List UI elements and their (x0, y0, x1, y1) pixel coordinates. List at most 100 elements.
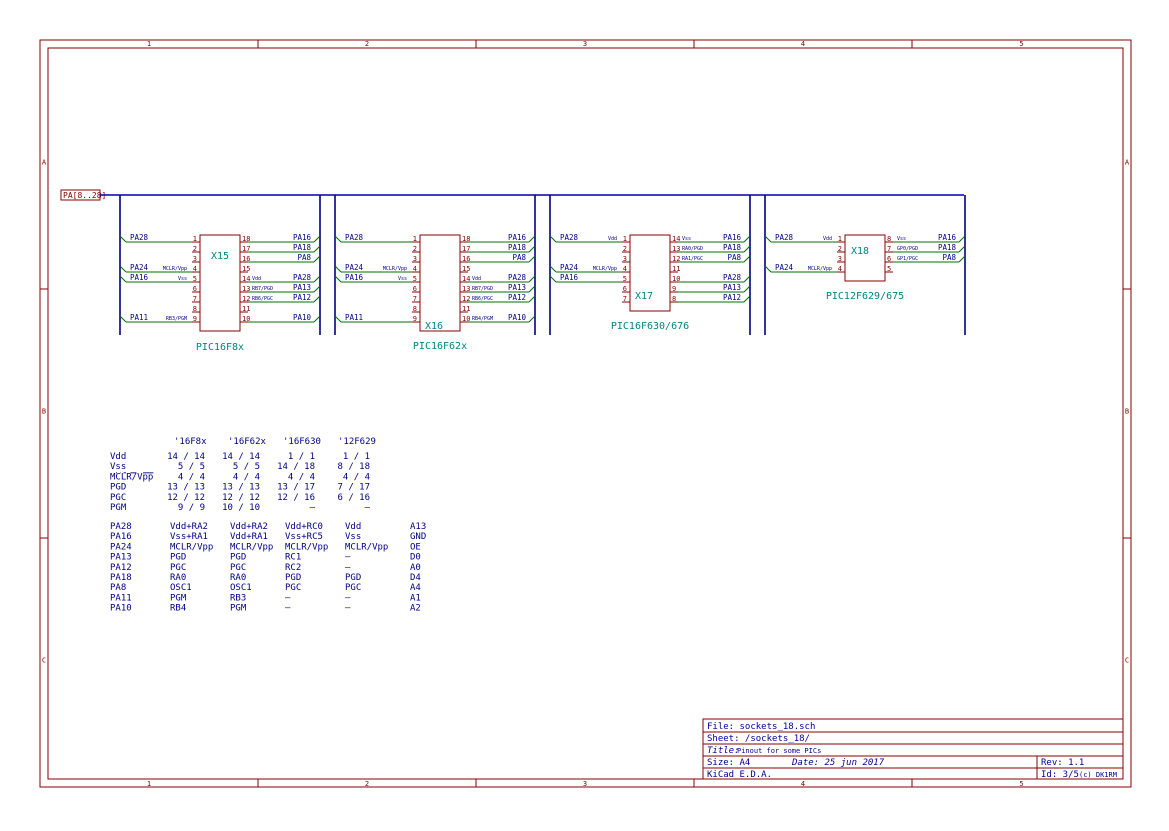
pin-function-label: RB6/PGC (472, 296, 493, 302)
bus-entry (958, 255, 966, 263)
pin-function-label: MCLR/Vpp (163, 266, 187, 272)
net-label: PA12 (723, 293, 741, 302)
net-label: PA12 (293, 293, 311, 302)
net-label: PA16 (560, 273, 579, 282)
pin-table-cell: 13 / 13 (222, 483, 260, 493)
bus-entry (528, 235, 536, 243)
pin-table-cell: 6 / 16 (337, 493, 370, 503)
pin-table-cell: 4 / 4 (343, 472, 370, 482)
pin-table-cell: 5 / 5 (178, 462, 205, 472)
frame-col-label-top: 5 (1019, 40, 1023, 48)
net-table-cell: D0 (410, 553, 421, 563)
pin-number: 7 (413, 295, 417, 303)
ic-body[interactable] (629, 234, 671, 312)
net-label: PA18 (508, 243, 527, 252)
ic-value: PIC16F8x (196, 342, 244, 353)
bus-entry (313, 255, 321, 263)
bus-entry (743, 295, 751, 303)
pin-function-label: RB6/PGC (252, 296, 273, 302)
net-table-cell: MCLR/Vpp (230, 542, 273, 552)
frame-row-label-right: C (1125, 657, 1129, 665)
bus-entry (528, 275, 536, 283)
pin-number: 3 (838, 255, 842, 263)
pin-number: 16 (462, 255, 470, 263)
frame-col-label-top: 3 (583, 40, 587, 48)
pin-table-cell: 1 / 1 (343, 452, 370, 462)
net-table-cell: Vss (345, 532, 361, 542)
net-table-net: PA12 (110, 563, 132, 573)
pin-number: 18 (242, 235, 250, 243)
net-table-cell: GND (410, 532, 426, 542)
pin-number: 1 (623, 235, 627, 243)
bus-label: PA[8..28] (63, 191, 106, 200)
pin-function-label: RB7/PGD (252, 286, 273, 292)
pin-number: 11 (242, 305, 250, 313)
net-table-cell: MCLR/Vpp (345, 542, 388, 552)
pin-number: 13 (242, 285, 250, 293)
pin-function-label: MCLR/Vpp (593, 266, 617, 272)
title-block-date: Date: 25 jun 2017 (791, 758, 885, 768)
net-label: PA10 (508, 313, 527, 322)
net-label: PA18 (938, 243, 957, 252)
net-label: PA13 (293, 283, 311, 292)
net-table-cell: A2 (410, 604, 421, 614)
net-table-cell: PGC (285, 583, 301, 593)
bus-entry (119, 315, 127, 323)
net-table-cell: – (345, 553, 351, 563)
net-table-cell: A4 (410, 583, 421, 593)
bus-entry (334, 315, 342, 323)
bus-entry (743, 235, 751, 243)
net-label: PA28 (723, 273, 742, 282)
net-table-cell: Vss+RA1 (170, 532, 208, 542)
pin-number: 17 (242, 245, 250, 253)
pin-table-label: Vss (110, 462, 126, 472)
pin-function-label: RA0/PGD (682, 246, 703, 252)
net-table-cell: RA0 (230, 573, 246, 583)
ic-body[interactable] (419, 234, 461, 332)
net-label: PA12 (508, 293, 526, 302)
ic-body[interactable] (844, 234, 886, 282)
net-table-cell: – (285, 604, 291, 614)
bus-entry (334, 265, 342, 273)
pin-table-label: PGM (110, 503, 127, 513)
ic-reference: X17 (635, 291, 653, 302)
net-table-cell: RC1 (285, 553, 301, 563)
bus-entry (334, 275, 342, 283)
pin-number: 4 (193, 265, 197, 273)
net-table-net: PA8 (110, 583, 126, 593)
pin-number: 3 (193, 255, 197, 263)
pin-table-cell: 4 / 4 (178, 472, 205, 482)
title-block-rev: Rev: 1.1 (1041, 758, 1084, 768)
net-label: PA24 (775, 263, 794, 272)
pin-number: 8 (887, 235, 891, 243)
net-table-cell: MCLR/Vpp (285, 542, 328, 552)
pin-function-label: RB4/PGM (472, 316, 493, 322)
pin-number: 6 (887, 255, 891, 263)
net-table-cell: Vss+RC5 (285, 532, 323, 542)
pin-table-cell: 13 / 13 (167, 483, 205, 493)
bus-entry (743, 245, 751, 253)
net-label: PA18 (293, 243, 312, 252)
pin-number: 5 (887, 265, 891, 273)
net-table-cell: Vdd+RA2 (230, 522, 268, 532)
pin-number: 8 (413, 305, 417, 313)
net-label: PA24 (130, 263, 149, 272)
frame-col-label-bottom: 1 (147, 780, 151, 788)
pin-table-cell: 8 / 18 (337, 462, 370, 472)
pin-number: 7 (887, 245, 891, 253)
pin-number: 9 (413, 315, 417, 323)
net-table-cell: PGD (345, 573, 361, 583)
pin-table-cell: 10 / 10 (222, 503, 260, 513)
net-table-net: PA28 (110, 522, 132, 532)
frame-row-label-left: B (42, 408, 46, 416)
net-table-cell: Vdd (345, 522, 361, 532)
pin-table-header-16f8x: '16F8x (174, 437, 207, 447)
pin-table-cell: 4 / 4 (288, 472, 315, 482)
pin-number: 13 (672, 245, 680, 253)
ic-body[interactable] (199, 234, 241, 332)
